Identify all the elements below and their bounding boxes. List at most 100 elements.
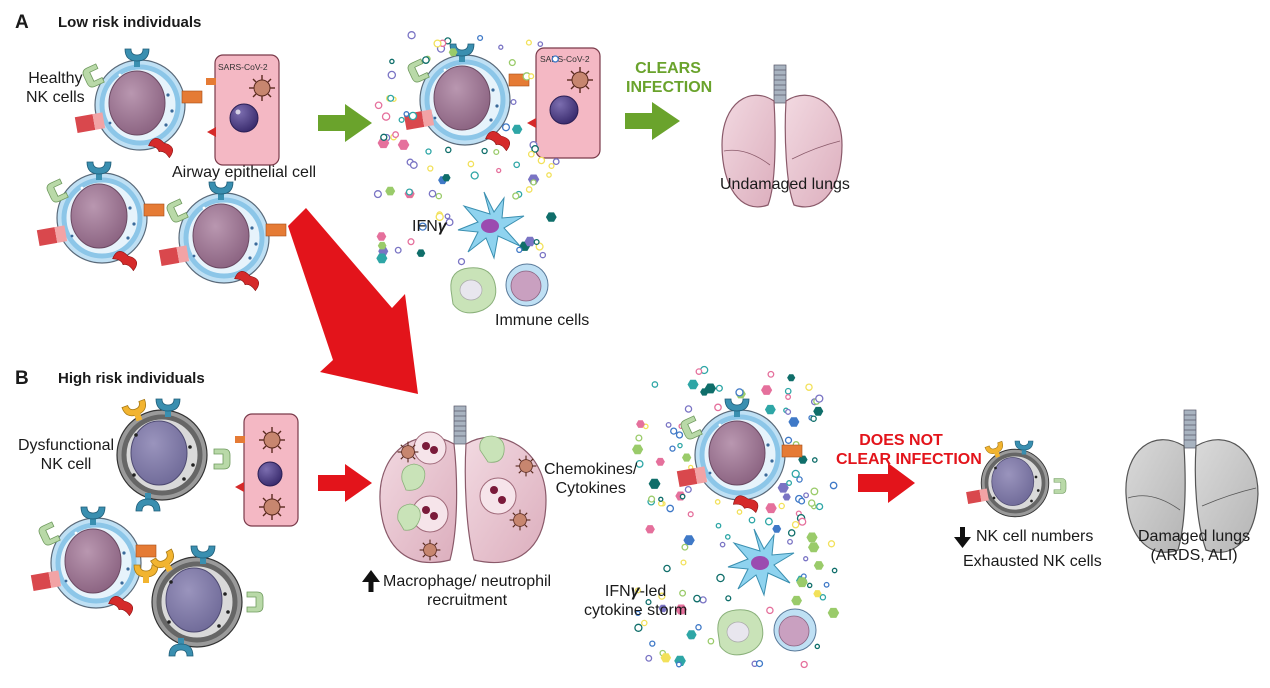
cytokine-particle: [765, 503, 777, 514]
cytokine-particle: [545, 212, 557, 222]
cytokine-particle: [427, 165, 434, 172]
cytokine-particle: [405, 188, 413, 196]
macrophage-icon: [450, 267, 497, 314]
cytokine-particle: [533, 238, 540, 246]
cytokine-particle: [632, 444, 644, 455]
arrow-icon: [318, 104, 372, 142]
epithelial-cell-icon: SARS-CoV-2: [527, 47, 601, 159]
cytokine-particle: [715, 522, 722, 529]
lung-icon: [1125, 409, 1259, 553]
immune-cell-icon: [505, 263, 549, 307]
cytokine-particle: [435, 212, 444, 222]
cytokine-particle: [493, 148, 500, 156]
cytokine-particle: [448, 48, 458, 57]
cytokine-particle: [805, 383, 813, 391]
cytokine-particle: [481, 147, 488, 155]
cytokine-particle: [658, 496, 664, 502]
does-not-clear-label: DOES NOT CLEAR INFECTION: [836, 432, 982, 468]
cytokine-particle: [663, 564, 671, 573]
cytokine-particle: [806, 582, 813, 589]
cytokine-particle: [693, 594, 701, 603]
cytokine-particle: [761, 385, 773, 395]
arrow-icon: [858, 463, 915, 503]
cytokine-particle: [655, 457, 665, 466]
cytokine-particle: [791, 469, 800, 479]
cytokine-particle: [677, 442, 683, 449]
cytokine-particle: [798, 517, 807, 526]
cytokine-particle: [687, 511, 694, 518]
cytokine-particle: [772, 525, 782, 533]
cytokine-particle: [831, 567, 838, 574]
cytokine-particle: [433, 39, 442, 48]
cytokine-particle: [524, 236, 536, 247]
cytokine-particle: [736, 509, 743, 515]
cytokine-particle: [798, 455, 808, 464]
cytokine-particle: [704, 383, 717, 394]
cytokine-particle: [806, 532, 818, 543]
cytokine-particle: [403, 111, 410, 117]
cytokine-particle: [813, 406, 824, 416]
cytokine-particle-icon: [373, 31, 560, 266]
cytokine-particle: [422, 56, 430, 64]
cytokine-particle: [658, 604, 668, 613]
cytokine-particle: [531, 145, 539, 153]
exhausted-nk-label: Exhausted NK cells: [963, 553, 1102, 570]
cytokine-particle: [397, 139, 410, 150]
ifn-gamma-label: IFNγ: [412, 218, 447, 235]
cytokine-particle: [766, 606, 774, 615]
immune-cell-icon: [773, 608, 817, 652]
cytokine-particle: [681, 543, 689, 551]
panel-a-letter: A: [15, 12, 29, 33]
dysfunctional-nk-label: Dysfunctional NK cell: [18, 437, 115, 473]
cytokine-particle: [510, 98, 517, 106]
cytokine-particle: [715, 384, 723, 392]
healthy-nk-label: Healthy NK cells: [26, 70, 85, 106]
cytokine-particle-icon: [632, 365, 840, 669]
cytokine-particle: [634, 587, 641, 594]
cytokine-particle: [445, 146, 452, 154]
cytokine-particle: [392, 131, 400, 139]
cytokine-particle: [649, 640, 656, 647]
cytokine-particle: [535, 242, 544, 251]
cytokine-particle: [810, 415, 817, 422]
nk-cell-icon: [30, 506, 159, 617]
damaged-lungs-label: Damaged lungs (ARDS, ALI): [1138, 528, 1251, 564]
cytokine-particle: [635, 610, 641, 617]
cytokine-particle: [511, 124, 523, 134]
cytokine-particle: [695, 368, 703, 375]
cytokine-particle: [686, 630, 697, 640]
cytokine-particle: [787, 538, 793, 545]
cytokine-particle: [634, 623, 643, 632]
cytokine-particle: [645, 525, 655, 534]
cytokine-particle: [683, 535, 695, 546]
cytokine-particle: [814, 643, 821, 650]
cytokine-particle: [782, 493, 791, 501]
arrow-up-icon: [362, 570, 380, 592]
cytokine-particle: [516, 246, 523, 254]
cytokine-particle: [670, 427, 678, 435]
cytokine-particle: [374, 101, 383, 110]
cytokine-particle: [418, 222, 427, 231]
cytokine-particle: [675, 661, 682, 668]
chemokines-label: Chemokines/ Cytokines: [544, 461, 638, 497]
nk-cell-icon: [676, 398, 803, 513]
cytokine-particle: [425, 148, 432, 155]
cytokine-particle: [784, 387, 792, 395]
cytokine-particle: [537, 156, 546, 165]
cytokine-particle: [796, 577, 808, 588]
cytokine-particle: [714, 499, 721, 505]
cytokine-particle: [457, 257, 466, 266]
cytokine-particle: [798, 497, 806, 505]
cytokine-particle: [658, 592, 666, 600]
cytokine-particle: [385, 186, 396, 196]
cytokine-particle: [815, 394, 824, 403]
cytokine-particle: [788, 417, 800, 427]
cytokine-particle: [679, 493, 686, 500]
cytokine-particle: [444, 213, 451, 220]
cytokine-particle: [695, 624, 702, 631]
arrow-icon: [288, 208, 418, 394]
cytokine-particle: [513, 161, 521, 169]
cytokine-particle: [525, 39, 532, 46]
arrow-icon: [318, 464, 372, 502]
